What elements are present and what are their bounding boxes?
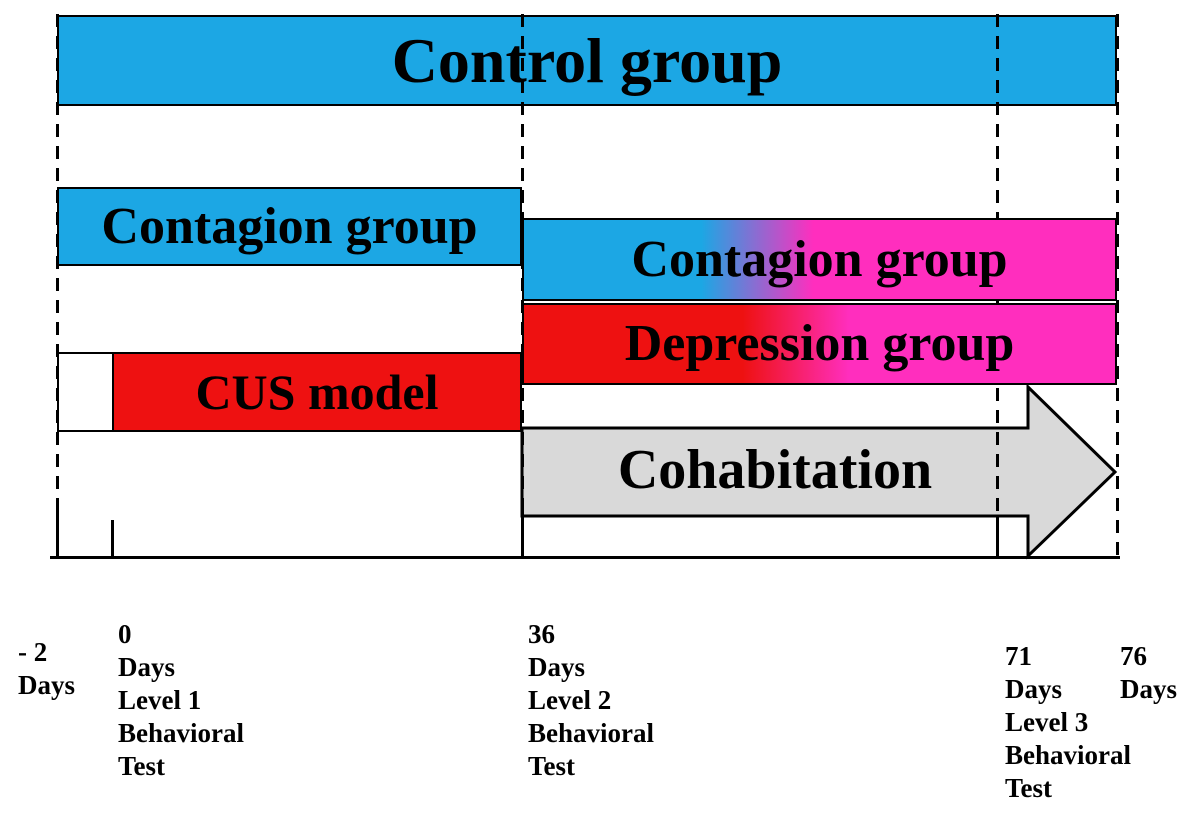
dashed-line-day-76 bbox=[1116, 14, 1119, 559]
marker-day-76: 76 Days bbox=[1120, 640, 1177, 706]
marker-line: 76 bbox=[1120, 641, 1147, 671]
timeline-axis bbox=[50, 556, 1120, 559]
contagion-group-phase1-label: Contagion group bbox=[101, 197, 478, 255]
marker-line: Behavioral bbox=[1005, 740, 1131, 770]
marker-line: Days bbox=[528, 652, 586, 682]
marker-day-71: 71 Days Level 3 Behavioral Test bbox=[1005, 640, 1131, 805]
contagion-group-bar-phase1: Contagion group bbox=[57, 187, 522, 266]
marker-line: Level 1 bbox=[118, 685, 202, 715]
depression-group-label: Depression group bbox=[624, 315, 1015, 372]
marker-line: Days bbox=[1120, 674, 1178, 704]
marker-line: Days bbox=[118, 652, 176, 682]
marker-line: 71 bbox=[1005, 641, 1032, 671]
marker-line: Test bbox=[118, 751, 166, 781]
dashed-line-day-minus2 bbox=[56, 14, 59, 559]
marker-line: Level 3 bbox=[1005, 707, 1089, 737]
cohabitation-label-wrap: Cohabitation bbox=[522, 424, 1028, 516]
marker-line: Test bbox=[1005, 773, 1053, 803]
cohabitation-arrow-shape bbox=[520, 383, 1118, 560]
cohabitation-label: Cohabitation bbox=[617, 439, 933, 501]
marker-line: 0 bbox=[118, 619, 132, 649]
control-group-bar: Control group bbox=[57, 15, 1117, 106]
marker-line: 36 bbox=[528, 619, 555, 649]
depression-group-bar: Depression group bbox=[522, 303, 1117, 385]
marker-line: Behavioral bbox=[528, 718, 654, 748]
marker-line: Behavioral bbox=[118, 718, 244, 748]
contagion-group-phase2-label: Contagion group bbox=[631, 230, 1008, 288]
marker-line: - 2 bbox=[18, 637, 48, 667]
marker-day-36: 36 Days Level 2 Behavioral Test bbox=[528, 618, 654, 783]
control-group-label: Control group bbox=[391, 24, 783, 96]
tick-day-71 bbox=[996, 517, 999, 559]
tick-day-0 bbox=[111, 520, 114, 559]
marker-line: Days bbox=[18, 670, 76, 700]
marker-line: Level 2 bbox=[528, 685, 612, 715]
marker-day-minus2: - 2 Days bbox=[18, 636, 75, 702]
marker-line: Days bbox=[1005, 674, 1063, 704]
contagion-group-bar-phase2: Contagion group bbox=[522, 218, 1117, 301]
marker-day-0: 0 Days Level 1 Behavioral Test bbox=[118, 618, 244, 783]
tick-day-minus2 bbox=[56, 505, 59, 559]
marker-line: Test bbox=[528, 751, 576, 781]
cus-model-label: CUS model bbox=[195, 364, 439, 420]
tick-day-36 bbox=[521, 505, 524, 559]
cus-model-bar: CUS model bbox=[112, 352, 522, 432]
